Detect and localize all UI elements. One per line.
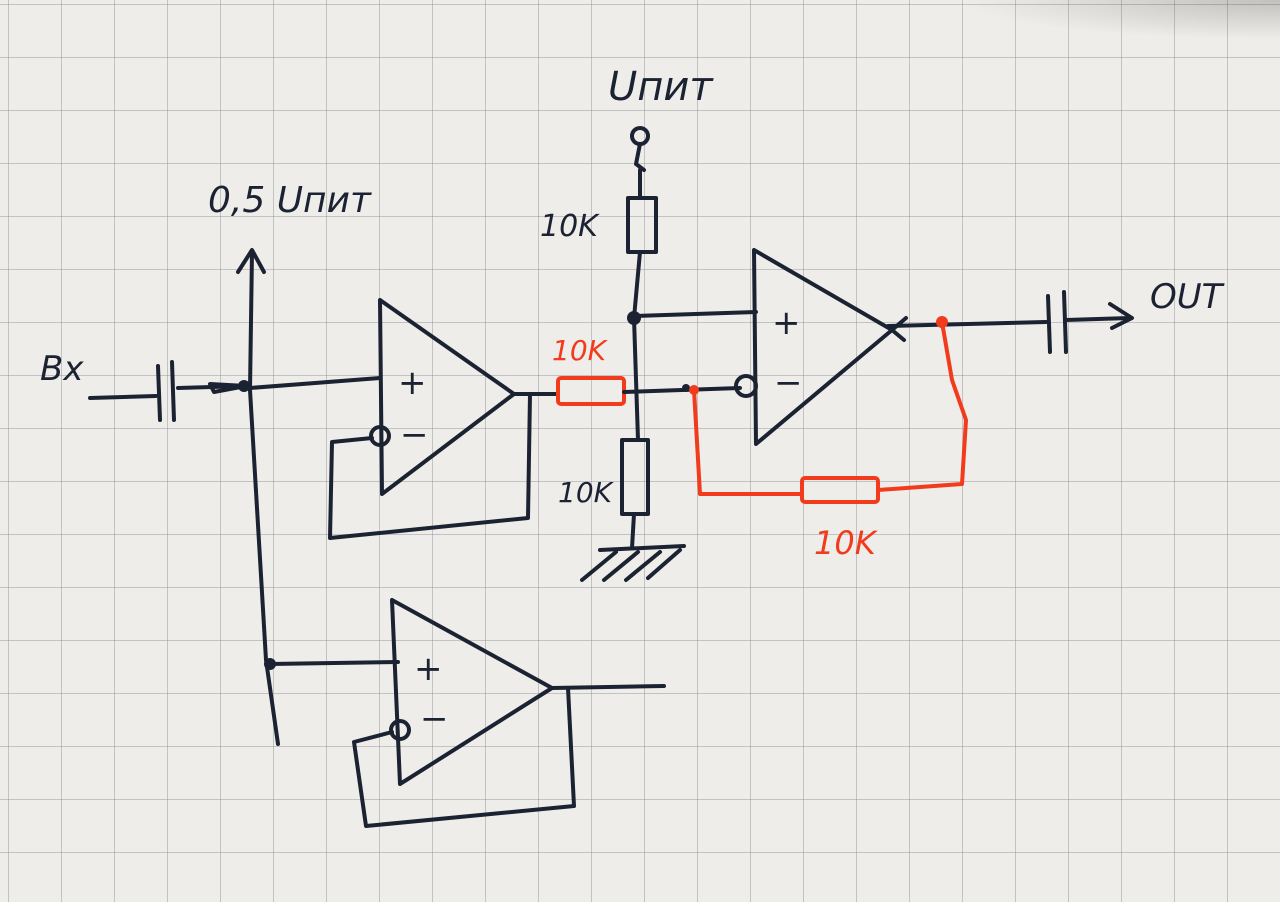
input-label: Bx [40, 349, 84, 389]
buffer-opamp-2: + − [389, 598, 554, 786]
buffer-opamp-1: + − [369, 298, 516, 496]
output-arrow-icon [1108, 302, 1134, 330]
supply-label: Uпит [608, 64, 714, 110]
opamp1-feedback-loop [328, 392, 532, 540]
resistor-series-label: 10K [552, 334, 609, 367]
output-capacitor [1046, 290, 1068, 354]
opamp2-plus-input-wire [268, 660, 400, 666]
top-divider-resistor [626, 196, 658, 254]
resistor-feedback-label: 10K [814, 524, 879, 562]
opamp2-feedback-loop [352, 686, 576, 828]
main-opamp-minus-sign: − [774, 363, 803, 403]
input-junction-dot [238, 380, 250, 392]
output-wire [1064, 316, 1132, 322]
main-opamp-plus-sign: + [772, 303, 801, 343]
ground-wire [630, 512, 636, 550]
opamp2-plus-sign: + [414, 649, 443, 689]
opamp2-output-wire [550, 684, 666, 690]
main-opamp-output-wire [886, 320, 1048, 328]
photo-shadow [960, 0, 1280, 40]
input-capacitor [156, 360, 176, 422]
divider-to-plus-wire [632, 310, 758, 318]
supply-terminal [630, 126, 650, 172]
series-resistor [556, 376, 626, 406]
resistor-bottom-label: 10K [558, 476, 615, 509]
opamp1-plus-input-wire [248, 376, 382, 390]
series-resistor-output-wire [622, 386, 742, 394]
minus-input-dot [682, 384, 690, 392]
resistor-top-label: 10K [540, 209, 600, 244]
feedback-resistor [800, 476, 880, 504]
half-supply-label: 0,5 Uпит [208, 180, 372, 221]
bias-rail [236, 248, 280, 746]
opamp2-minus-sign: − [420, 699, 449, 739]
output-label: OUT [1150, 277, 1225, 317]
opamp1-minus-sign: − [400, 415, 429, 455]
opamp1-plus-sign: + [398, 363, 427, 403]
input-arrowhead [208, 382, 248, 394]
output-mark [890, 316, 908, 342]
ground-symbol [580, 544, 686, 582]
main-opamp: + − [734, 248, 894, 446]
feedback-network [689, 316, 968, 504]
bottom-divider-resistor [620, 438, 650, 516]
divider-vertical-wire [632, 250, 642, 442]
